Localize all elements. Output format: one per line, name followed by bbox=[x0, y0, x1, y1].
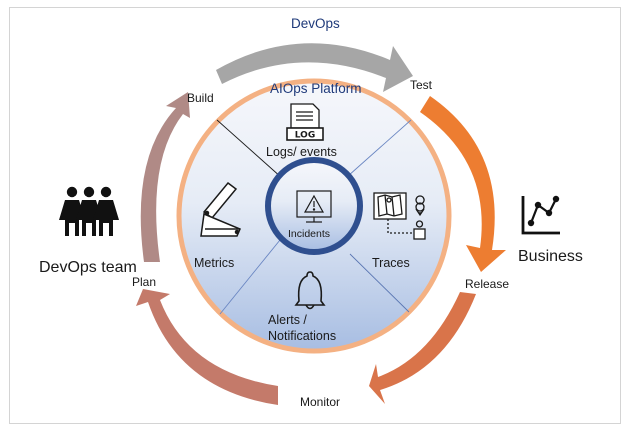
build-arrow bbox=[140, 92, 190, 262]
aiops-platform-label: AIOps Platform bbox=[270, 81, 362, 96]
quadrant-traces-label: Traces bbox=[372, 256, 410, 270]
stage-build-label: Build bbox=[187, 91, 214, 105]
divider-line-top-left bbox=[216, 119, 283, 179]
divider-line-bottom-left bbox=[219, 239, 281, 315]
log-file-icon: LOG bbox=[286, 103, 324, 141]
incidents-label: Incidents bbox=[288, 228, 331, 240]
line-chart-icon bbox=[521, 195, 560, 235]
stage-monitor-label: Monitor bbox=[300, 395, 341, 409]
monitor-warning-icon bbox=[296, 190, 332, 223]
test-arrow bbox=[420, 96, 506, 272]
svg-text:LOG: LOG bbox=[295, 131, 315, 141]
divider-line-top-right bbox=[347, 119, 412, 177]
divider-line-bottom-right bbox=[349, 253, 410, 313]
stage-release-label: Release bbox=[465, 277, 510, 291]
quadrant-logs-label: Logs/ events bbox=[266, 145, 337, 159]
stage-plan-label: Plan bbox=[132, 275, 157, 289]
devops-title: DevOps bbox=[291, 16, 340, 31]
stage-test-label: Test bbox=[410, 78, 433, 92]
devops-team-label: DevOps team bbox=[39, 259, 137, 276]
quadrant-alerts-label-line2: Notifications bbox=[268, 329, 337, 343]
map-trace-icon bbox=[373, 192, 426, 240]
release-arrow bbox=[369, 292, 476, 404]
ruler-metrics-icon bbox=[200, 181, 241, 237]
devops-arrow bbox=[216, 43, 413, 92]
quadrant-metrics-label: Metrics bbox=[194, 256, 235, 270]
quadrant-alerts-label-line1: Alerts / bbox=[268, 313, 307, 327]
business-label: Business bbox=[518, 248, 583, 265]
plan-arrow bbox=[136, 289, 278, 405]
bell-icon bbox=[294, 271, 326, 310]
people-group-icon bbox=[59, 186, 119, 236]
